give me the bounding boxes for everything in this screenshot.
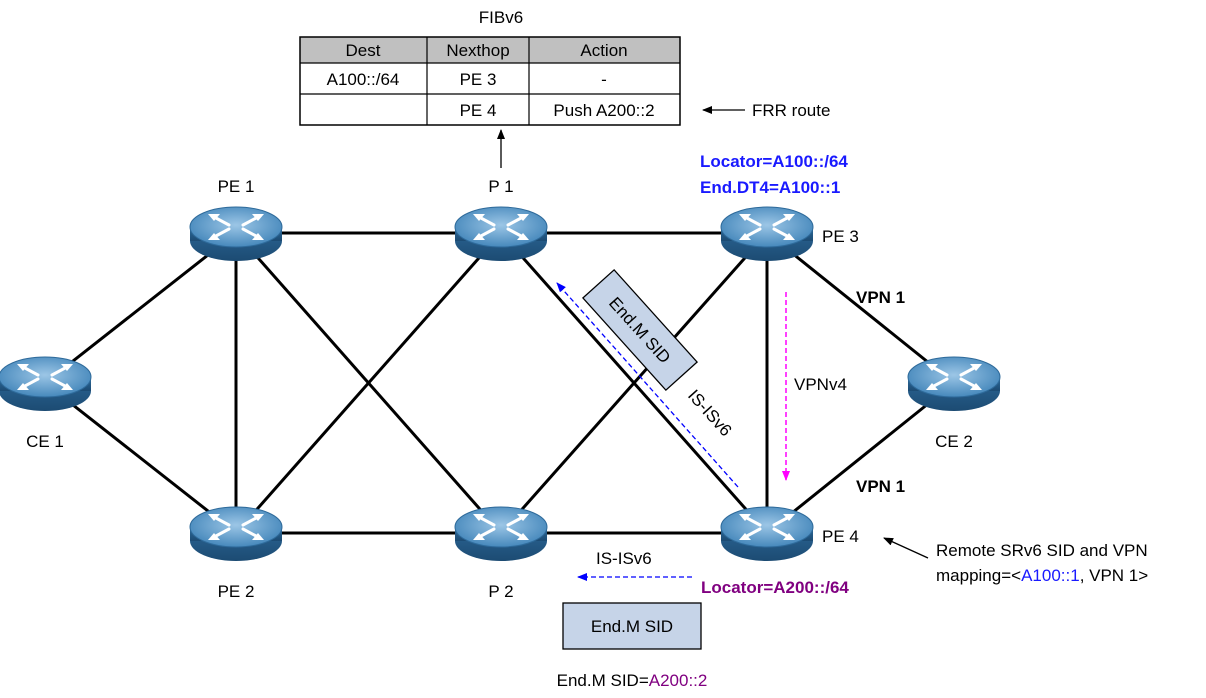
pe3-locator: Locator=A100::/64 [700, 152, 848, 171]
fib-row2-nexthop: PE 4 [460, 101, 497, 120]
vpn-label-top: VPN 1 [856, 288, 905, 307]
pe3-end-dt4: End.DT4=A100::1 [700, 178, 840, 197]
fib-table-border [299, 36, 681, 126]
link-ce1-pe1 [44, 231, 237, 385]
isis-diag-arrow [556, 282, 739, 488]
fib-header-action: Action [580, 41, 627, 60]
frr-route-label: FRR route [752, 101, 830, 120]
isis-bottom-label: IS-ISv6 [596, 549, 652, 568]
remote-sid-line2-sid: A100::1 [1021, 566, 1080, 585]
label-pe4: PE 4 [822, 527, 859, 546]
fib-row1-dest: A100::/64 [327, 70, 400, 89]
label-pe2: PE 2 [218, 582, 255, 601]
label-p2: P 2 [488, 582, 513, 601]
fib-row1-action: - [601, 70, 607, 89]
label-p1: P 1 [488, 177, 513, 196]
label-pe3: PE 3 [822, 227, 859, 246]
label-ce2: CE 2 [935, 432, 973, 451]
link-pe3-ce2 [766, 231, 955, 385]
fib-header-bg [300, 37, 680, 63]
router-ce1-icon [0, 355, 93, 413]
endm-sid-caption: End.M SID=A200::2 [557, 671, 708, 690]
fib-row2-action: Push A200::2 [553, 101, 654, 120]
router-p1-icon [453, 205, 549, 263]
pe4-locator: Locator=A200::/64 [701, 578, 849, 597]
remote-sid-line2-prefix: mapping=< [936, 566, 1021, 585]
link-pe2-p1 [234, 232, 503, 534]
link-p2-pe3 [499, 232, 769, 534]
link-ce1-pe2 [44, 381, 237, 535]
endm-sid-caption-prefix: End.M SID= [557, 671, 649, 690]
router-pe3-icon [719, 205, 815, 263]
endm-sid-bottom-box [562, 602, 702, 650]
endm-sid-caption-value: A200::2 [649, 671, 708, 690]
fib-header-nexthop: Nexthop [446, 41, 509, 60]
router-pe4-icon [719, 505, 815, 563]
remote-sid-line2-suffix: , VPN 1> [1080, 566, 1149, 585]
fib-table: Dest Nexthop Action A100::/64 PE 3 - PE … [299, 36, 681, 126]
router-pe1-icon [188, 205, 284, 263]
vpn-label-bottom: VPN 1 [856, 477, 905, 496]
router-p2-icon [453, 505, 549, 563]
fib-header-dest: Dest [346, 41, 381, 60]
router-ce2-icon [906, 355, 1002, 413]
remote-sid-line2: mapping=<A100::1, VPN 1> [936, 566, 1148, 585]
remote-sid-arrow [883, 537, 929, 559]
vpnv4-label: VPNv4 [794, 375, 847, 394]
isis-diag-label: IS-ISv6 [684, 386, 735, 440]
label-pe1: PE 1 [218, 177, 255, 196]
label-ce1: CE 1 [26, 432, 64, 451]
fib-row1-nexthop: PE 3 [460, 70, 497, 89]
fib-title: FIBv6 [479, 8, 523, 27]
endm-sid-bottom-text: End.M SID [591, 617, 673, 636]
router-pe2-icon [188, 505, 284, 563]
remote-sid-line1: Remote SRv6 SID and VPN [936, 541, 1148, 560]
link-pe4-ce2 [766, 381, 955, 535]
